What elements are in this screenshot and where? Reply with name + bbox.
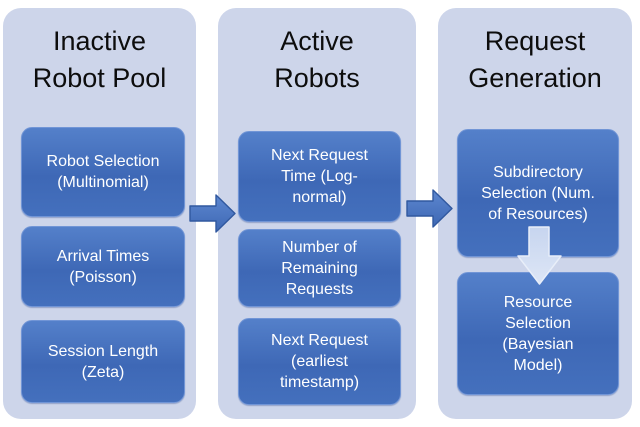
right-arrow-icon (406, 189, 453, 228)
panel-title-request-generation: Request Generation (468, 26, 602, 93)
box-session-length: Session Length (Zeta) (21, 320, 185, 403)
box-arrival-times: Arrival Times (Poisson) (21, 226, 185, 307)
box-subdirectory-selection: Subdirectory Selection (Num. of Resource… (457, 129, 619, 257)
panel-title-inactive-robot-pool: Inactive Robot Pool (32, 26, 167, 93)
right-arrow-icon (189, 194, 236, 233)
box-next-request-time: Next Request Time (Log- normal) (238, 131, 401, 222)
box-number-remaining-requests: Number of Remaining Requests (238, 229, 401, 307)
box-resource-selection: Resource Selection (Bayesian Model) (457, 272, 619, 395)
box-next-request-earliest: Next Request (earliest timestamp) (238, 318, 401, 405)
panel-title-active-robots: Active Robots (274, 26, 360, 93)
box-robot-selection: Robot Selection (Multinomial) (21, 127, 185, 217)
down-arrow-icon (517, 226, 562, 285)
